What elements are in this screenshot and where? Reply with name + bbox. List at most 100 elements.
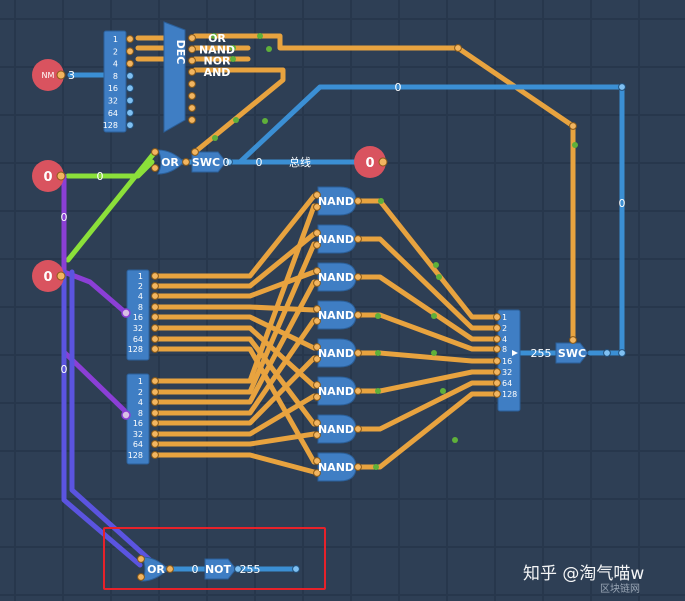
upper-swc[interactable] bbox=[191, 151, 227, 173]
merge-swc-label: SWC bbox=[558, 347, 586, 360]
pin-dot bbox=[313, 431, 321, 439]
pin-dot bbox=[234, 565, 242, 573]
nor-output-wire bbox=[192, 33, 576, 343]
pin-dot bbox=[225, 158, 233, 166]
input-node-counter-label: NM bbox=[42, 71, 55, 80]
nand-input-a-wire bbox=[152, 193, 317, 279]
wire-joint bbox=[230, 56, 236, 62]
pin-dot bbox=[188, 45, 196, 54]
pin-dot bbox=[354, 273, 362, 281]
nand-label: NAND bbox=[318, 195, 354, 208]
highlight-or-gate[interactable] bbox=[141, 556, 169, 582]
pin-dot bbox=[151, 409, 159, 417]
pin-dot bbox=[151, 282, 159, 290]
pin-dot bbox=[313, 343, 321, 351]
pin-dot bbox=[126, 59, 134, 68]
wire-joint bbox=[436, 274, 442, 280]
wire-joint bbox=[262, 118, 268, 124]
upper-or-label: OR bbox=[161, 156, 179, 169]
bit-a-label: 4 bbox=[138, 292, 143, 301]
violet-wire bbox=[61, 269, 143, 568]
nand-output-wire bbox=[353, 380, 500, 432]
watermark: 知乎 @淘气喵w bbox=[523, 564, 645, 584]
bus-loop-wire bbox=[177, 84, 625, 356]
nand-input-b-wire bbox=[152, 241, 317, 395]
nand-input-b-wire bbox=[152, 279, 317, 405]
decoder-output-nand: NAND bbox=[199, 43, 235, 56]
merge-bit-label: 8 bbox=[502, 345, 507, 354]
nand-input-b-wire bbox=[152, 355, 317, 426]
bit-a-label: 8 bbox=[138, 303, 143, 312]
and-output-wire bbox=[192, 67, 286, 155]
purple-wire bbox=[61, 173, 129, 316]
upper-or-gate[interactable] bbox=[157, 149, 185, 175]
output-node-bus[interactable] bbox=[354, 146, 386, 178]
right-loop-value: 0 bbox=[619, 197, 626, 210]
left-lower-value: 0 bbox=[61, 363, 68, 376]
pin-dot bbox=[191, 148, 199, 156]
decoder-bit-label: 8 bbox=[113, 72, 118, 81]
pin-dot bbox=[292, 565, 300, 573]
violet-wire bbox=[69, 269, 153, 563]
nand-input-b-wire bbox=[152, 393, 317, 437]
nand-input-a-wire bbox=[152, 325, 317, 389]
wire-joint bbox=[266, 46, 272, 52]
pin-dot bbox=[354, 349, 362, 357]
nand-input-a-wire bbox=[152, 304, 317, 313]
pin-dot bbox=[354, 425, 362, 433]
wire-joint bbox=[373, 464, 379, 470]
wire-joint bbox=[212, 135, 218, 141]
merge-swc[interactable] bbox=[555, 342, 589, 364]
green-value: 0 bbox=[97, 170, 104, 183]
pin-dot bbox=[151, 430, 159, 438]
pin-dot bbox=[126, 47, 134, 56]
bit-b-label: 128 bbox=[128, 451, 143, 460]
pin-dot bbox=[313, 419, 321, 427]
wire-joint bbox=[375, 350, 381, 356]
pin-dot bbox=[493, 345, 501, 353]
decoder-bit-label: 128 bbox=[103, 121, 118, 130]
highlight-in-value: 0 bbox=[192, 563, 199, 576]
left-vertical-value: 0 bbox=[61, 211, 68, 224]
pin-dot bbox=[493, 390, 501, 398]
pin-dot bbox=[378, 157, 388, 167]
bit-a-label: 32 bbox=[133, 324, 143, 333]
decoder-body[interactable] bbox=[163, 21, 186, 133]
pin-dot bbox=[313, 241, 321, 249]
nand-input-b-wire bbox=[152, 452, 317, 475]
upper-swc-label: SWC bbox=[192, 156, 220, 169]
nand-input-a-wire bbox=[152, 336, 317, 427]
merge-bit-label: 128 bbox=[502, 390, 517, 399]
pin-dot bbox=[126, 84, 134, 93]
wire-joint bbox=[431, 313, 437, 319]
pin-dot bbox=[493, 313, 501, 321]
pin-dot bbox=[126, 96, 134, 105]
input-node-b[interactable] bbox=[32, 260, 64, 292]
nand-input-a-wire bbox=[152, 314, 317, 351]
nand-input-b-wire bbox=[152, 431, 317, 447]
wire-joint bbox=[233, 117, 239, 123]
upper-value-1: 0 bbox=[223, 156, 230, 169]
highlight-out-value: 255 bbox=[240, 563, 261, 576]
not-gate[interactable] bbox=[204, 558, 237, 580]
pin-dot bbox=[354, 311, 362, 319]
bit-a-label: 64 bbox=[133, 335, 143, 344]
input-node-a-value: 0 bbox=[43, 170, 52, 185]
merge-bit-label: 4 bbox=[502, 335, 507, 344]
purple-pin bbox=[121, 410, 131, 420]
decoder-bit-label: 4 bbox=[113, 60, 118, 69]
bit-b-label: 32 bbox=[133, 430, 143, 439]
pin-dot bbox=[493, 379, 501, 387]
input-node-counter[interactable] bbox=[32, 59, 64, 91]
pin-dot bbox=[151, 345, 159, 353]
pin-dot bbox=[151, 148, 159, 156]
decoder-bit-label: 32 bbox=[108, 97, 118, 106]
nand-output-wire bbox=[353, 274, 500, 342]
wire-joint bbox=[433, 262, 439, 268]
bit-a-label: 128 bbox=[128, 345, 143, 354]
pin-dot bbox=[182, 158, 190, 166]
input-node-a[interactable] bbox=[32, 160, 64, 192]
pin-dot bbox=[56, 70, 66, 80]
pin-dot bbox=[188, 80, 196, 88]
